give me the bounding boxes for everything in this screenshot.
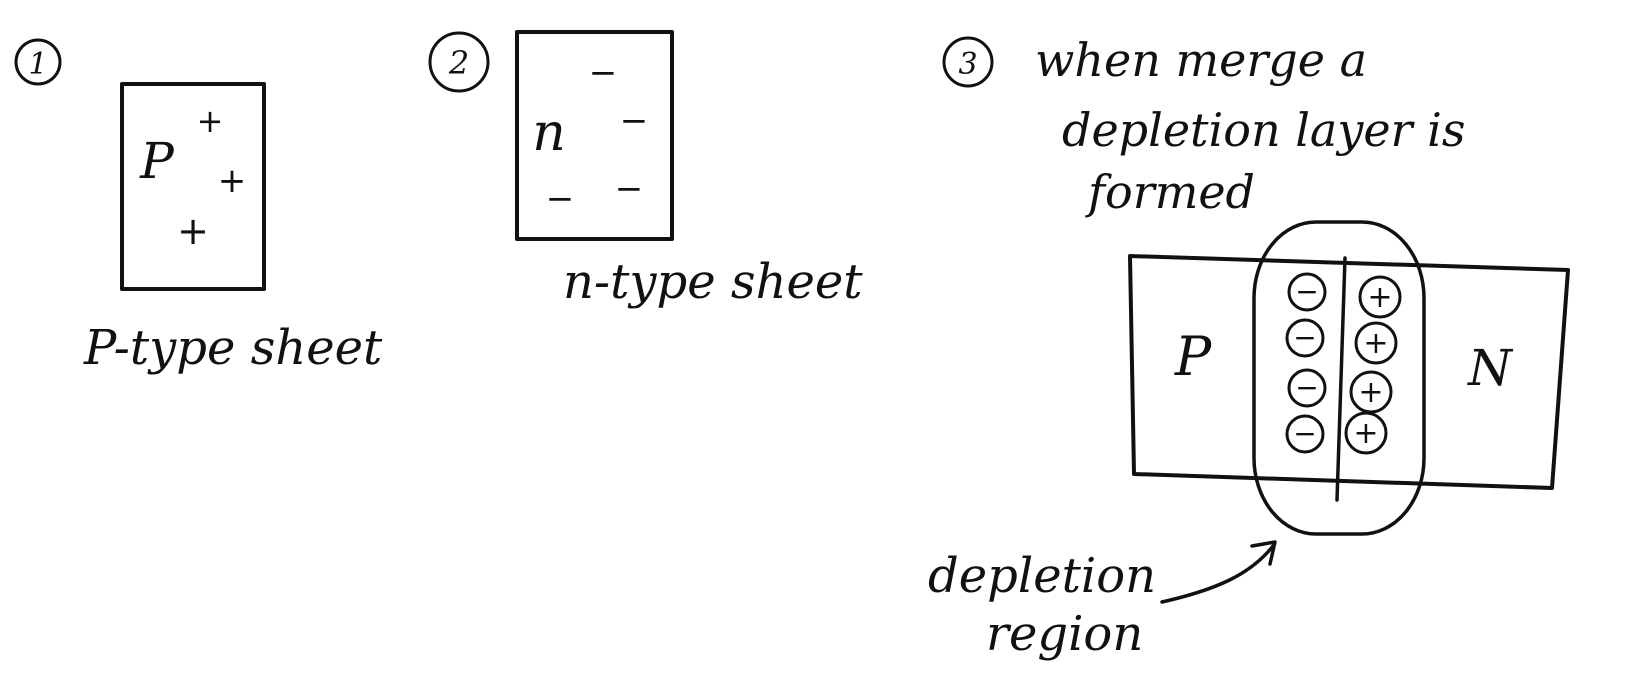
p-type-block	[120, 82, 266, 291]
positive-ion: +	[1344, 411, 1388, 455]
n-charge-minus: −	[546, 179, 575, 219]
n-charge-minus: −	[615, 169, 644, 209]
step-3-heading-line-1: when merge a	[1035, 33, 1367, 87]
n-charge-minus: −	[589, 53, 618, 93]
step-1-number-circle	[14, 38, 62, 86]
depletion-region-arrow	[1160, 544, 1275, 604]
p-charge-plus: +	[177, 209, 209, 253]
arrow-head-icon	[1250, 540, 1277, 566]
n-block-letter: n	[532, 103, 566, 163]
depletion-region-outline	[1252, 220, 1426, 536]
merged-p-label: P	[1174, 325, 1213, 388]
negative-ion: −	[1285, 318, 1325, 358]
merged-n-label: N	[1467, 339, 1514, 397]
negative-ion-sign: −	[1295, 275, 1318, 308]
step-3-heading-line-2: depletion layer is	[1062, 103, 1465, 157]
negative-ion: −	[1287, 272, 1327, 312]
step-1: 1 P + + + P-type sheet	[14, 38, 383, 376]
step-3-number: 3	[958, 47, 977, 82]
negative-ion: −	[1287, 368, 1327, 408]
positive-ion-sign: +	[1358, 375, 1383, 410]
p-charge-plus: +	[218, 161, 247, 201]
positive-ion: +	[1358, 275, 1402, 319]
negative-ion-sign: −	[1293, 417, 1316, 450]
merged-pn-block	[1128, 254, 1570, 490]
depletion-region-label-line-1: depletion	[928, 548, 1156, 604]
step-2: 2 n − − − − n-type sheet	[428, 30, 863, 310]
step-3: 3 when merge a depletion layer is formed…	[928, 33, 1570, 662]
n-charge-minus: −	[620, 101, 649, 141]
positive-ion-sign: +	[1363, 326, 1388, 361]
step-2-number-circle	[428, 31, 490, 93]
positive-ion: +	[1349, 370, 1393, 414]
depletion-region-label-line-2: region	[986, 606, 1143, 662]
positive-ion-sign: +	[1353, 416, 1378, 451]
junction-line	[1335, 256, 1347, 502]
step-2-number: 2	[448, 44, 469, 82]
step-1-number: 1	[28, 47, 47, 82]
positive-ion: +	[1354, 321, 1398, 365]
negative-ion: −	[1285, 414, 1325, 454]
n-type-block	[515, 30, 674, 241]
p-type-caption: P-type sheet	[83, 320, 383, 376]
negative-ion-sign: −	[1293, 321, 1316, 354]
step-3-heading-line-3: formed	[1085, 165, 1255, 219]
p-block-letter: P	[139, 132, 175, 190]
n-type-caption: n-type sheet	[563, 254, 863, 310]
p-charge-plus: +	[197, 102, 224, 140]
negative-ion-sign: −	[1295, 371, 1318, 404]
positive-ion-sign: +	[1367, 280, 1392, 315]
step-3-number-circle	[942, 36, 994, 88]
